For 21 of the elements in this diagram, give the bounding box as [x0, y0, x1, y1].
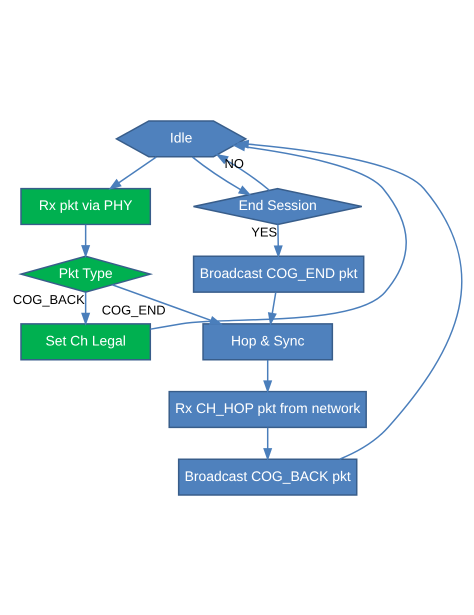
node-diamond: End Session [192, 187, 363, 225]
edge-label: COG_BACK [12, 292, 85, 307]
arrow [263, 427, 272, 461]
node-box: Hop & Sync [202, 322, 334, 360]
node-box: Broadcast COG_END pkt [192, 255, 364, 292]
node-box: Rx pkt via PHY [20, 187, 152, 225]
arrow [268, 292, 277, 326]
node-box: Rx CH_HOP pkt from network [168, 390, 367, 428]
edge-label: YES [251, 224, 278, 240]
node-diamond: Pkt Type [18, 255, 154, 292]
arrow [108, 156, 157, 190]
arrow [263, 360, 272, 393]
arrow [274, 224, 283, 258]
arrow [215, 153, 270, 190]
arrow [81, 292, 90, 326]
arrow [81, 224, 90, 258]
node-box: Set Ch Legal [20, 322, 152, 360]
edge-label: COG_END [102, 302, 166, 318]
arrow [192, 156, 252, 196]
node-box: Broadcast COG_BACK pkt [178, 458, 358, 496]
arrow [236, 139, 462, 460]
